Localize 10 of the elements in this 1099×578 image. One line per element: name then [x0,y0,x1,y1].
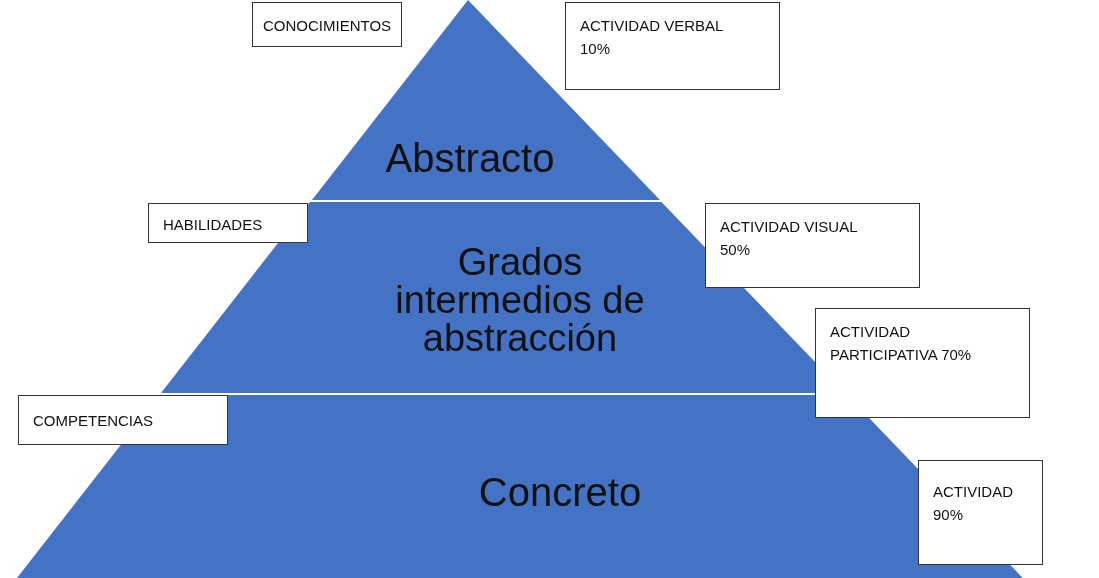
layer-label: Concreto [477,472,643,512]
note-card: CONOCIMIENTOS [252,2,402,47]
note-card: COMPETENCIAS [18,395,228,445]
note-card: ACTIVIDAD 90% [918,460,1043,565]
note-card: ACTIVIDAD PARTICIPATIVA 70% [815,308,1030,418]
note-card: ACTIVIDAD VISUAL 50% [705,203,920,288]
note-card: HABILIDADES [148,203,308,243]
layer-label: Grados intermedios de abstracción [394,243,646,357]
note-card: ACTIVIDAD VERBAL 10% [565,2,780,90]
layer-label: Abstracto [384,138,556,178]
